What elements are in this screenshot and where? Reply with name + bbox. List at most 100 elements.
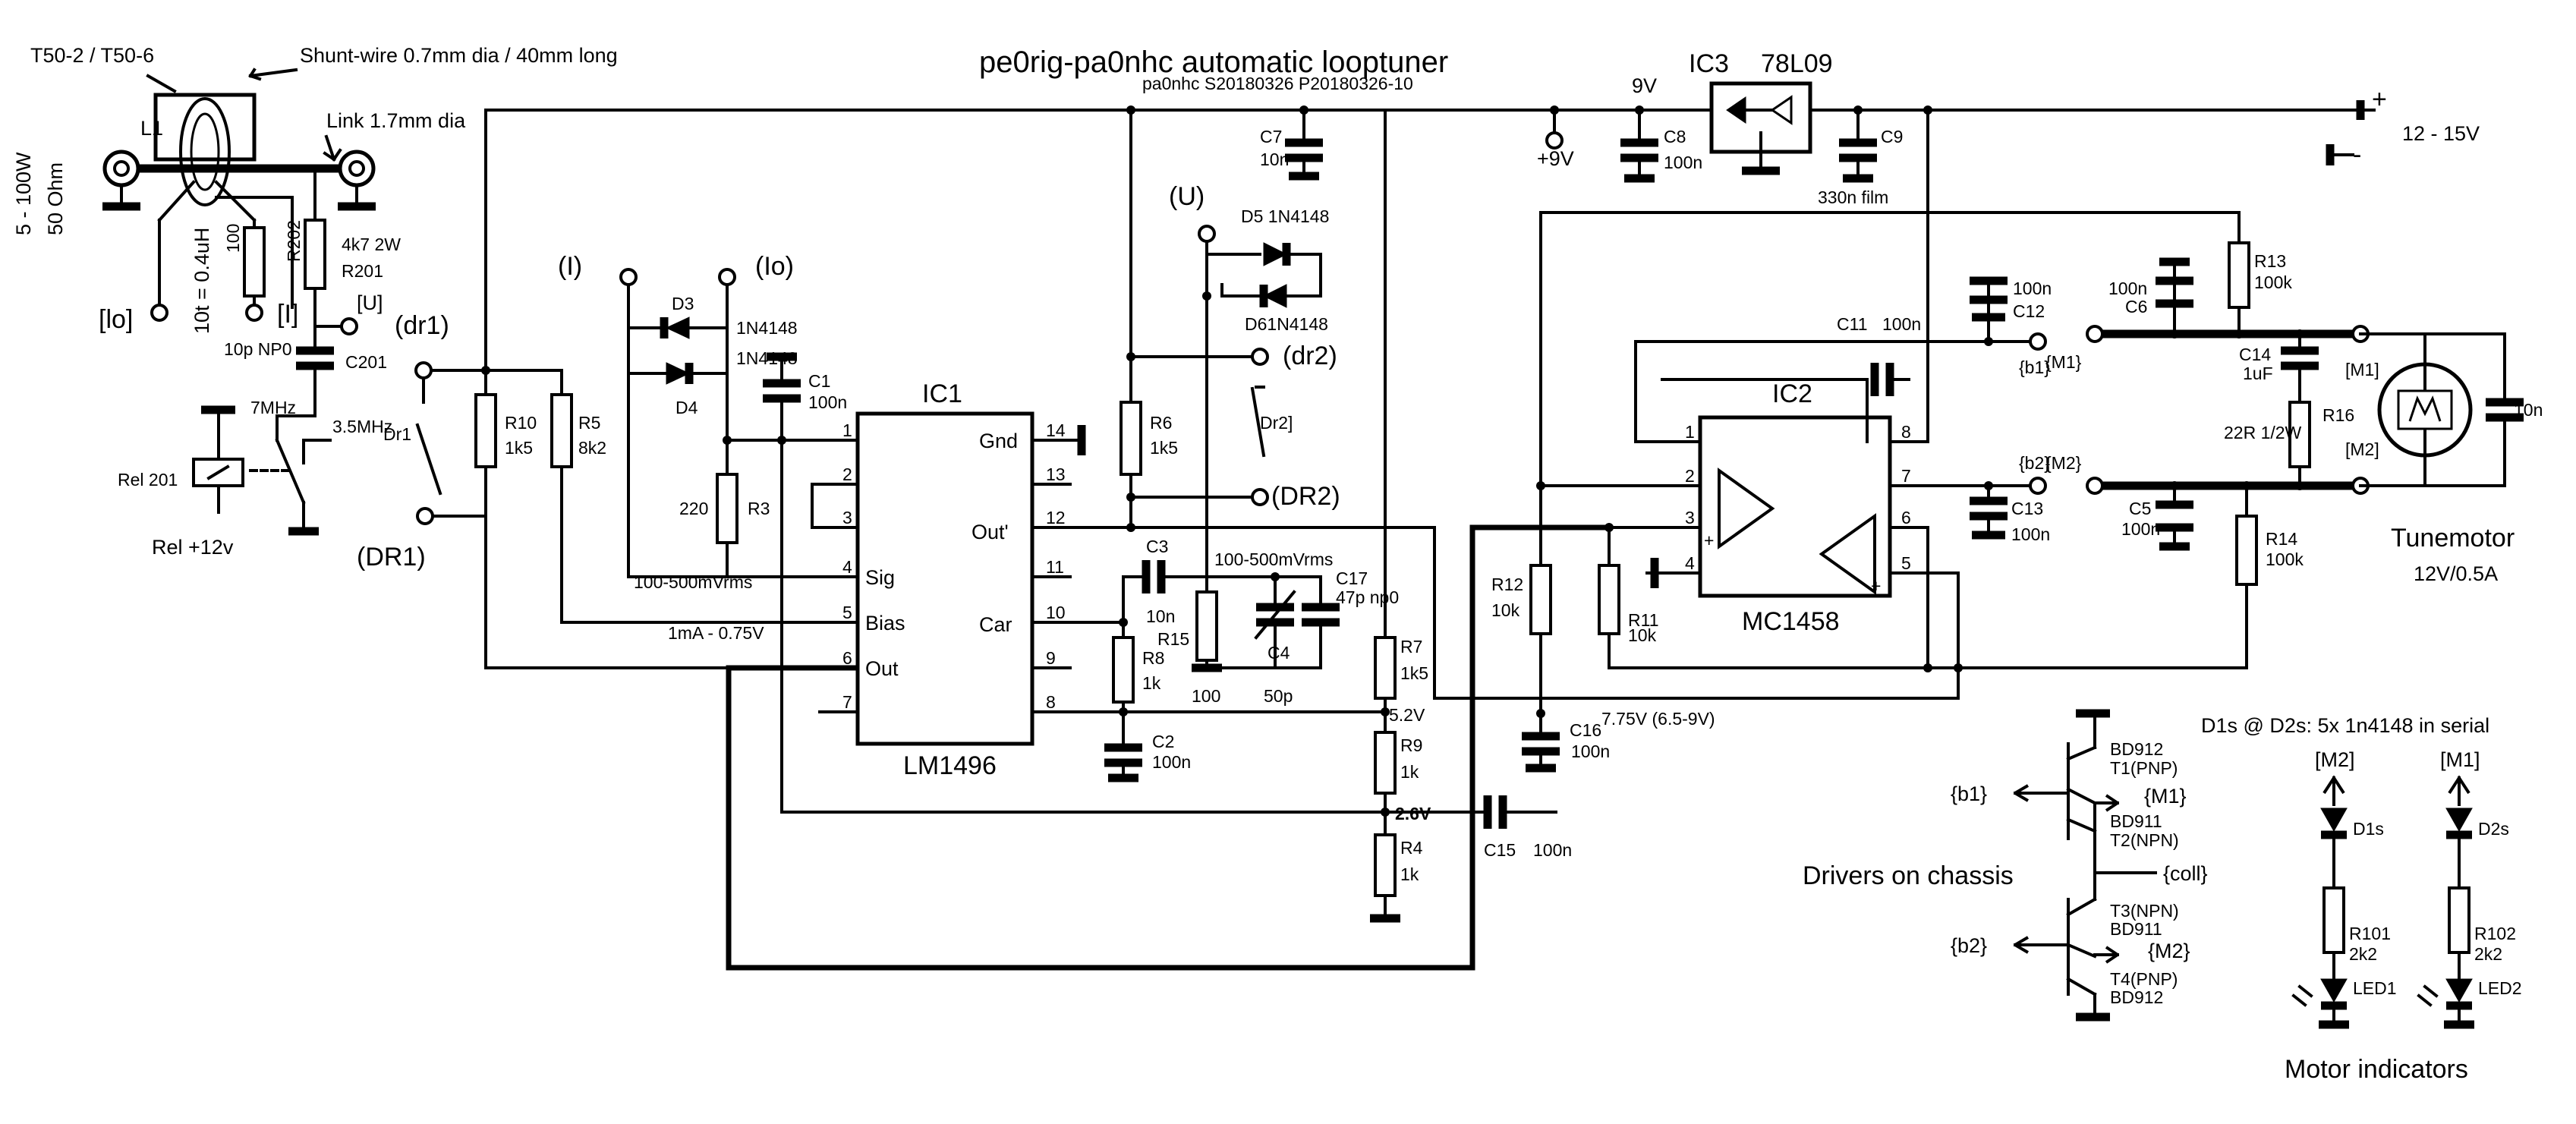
schematic-label: 100n <box>1571 741 1610 761</box>
schematic-title: pe0rig-pa0nhc automatic looptuner <box>979 46 1448 79</box>
schematic-label: (U) <box>1169 182 1205 211</box>
schematic-label: 1k <box>1142 673 1161 693</box>
resistor-r16: R16 22R 1/2W <box>2224 401 2354 487</box>
schematic-label: R8 <box>1142 648 1164 668</box>
schematic-label: Dr1 <box>383 424 411 444</box>
schematic-label: R201 <box>342 261 383 281</box>
resistor-r10: R10 1k5 <box>474 369 537 468</box>
schematic-label: 7 <box>1901 466 1911 486</box>
schematic-label: 1k <box>1400 762 1419 782</box>
schematic-label: 1 <box>842 420 852 440</box>
schematic-label: {M2} <box>2148 940 2190 962</box>
supply-minus: - <box>2353 140 2361 169</box>
capacitor-c2: C2 100n <box>1104 731 1191 782</box>
bias-current-label: 1mA - 0.75V <box>668 623 764 643</box>
schematic-label: (DR1) <box>357 543 426 571</box>
schematic-label: (DR2) <box>1271 482 1340 511</box>
schematic-label: 100 <box>1192 686 1220 706</box>
ic2-part: MC1458 <box>1742 607 1840 636</box>
schematic-label: R101 <box>2349 924 2391 943</box>
capacitor-c7: C7 10n <box>1260 109 1323 181</box>
schematic-label: 100n <box>808 392 847 412</box>
schematic-label: 10k <box>1491 600 1520 620</box>
v52-label: 5.2V <box>1389 705 1425 725</box>
input-taps: [lo] [I] 100 R202 4k7 2W R201 [U] 10p NP… <box>99 167 401 442</box>
schematic-label: D4 <box>675 398 698 417</box>
schematic-label: 100n <box>2013 279 2052 298</box>
schematic-label: 1uF <box>2243 364 2273 383</box>
capacitor-c16: C16 100n 7.75V (6.5-9V) <box>1522 709 1715 773</box>
schematic-label: T2(NPN) <box>2110 830 2179 850</box>
supply-terminals: + - 12 - 15V <box>2326 85 2480 169</box>
schematic-label: 4k7 2W <box>342 235 401 254</box>
schematic-label: LED1 <box>2353 978 2397 998</box>
resistor-r3: 220 R3 <box>679 439 852 578</box>
schematic-label: 6 <box>842 648 852 668</box>
m2-node: {M2} [M2] <box>2045 439 2379 495</box>
motor-indicators: D1s @ D2s: 5x 1n4148 in serial [M2] [M1]… <box>2201 714 2522 1084</box>
relay-201: 7MHz 3.5MHz Rel 201 Rel +12v <box>118 398 392 559</box>
schematic-label: 50p <box>1264 686 1293 706</box>
schematic-label: [I] <box>277 300 298 329</box>
schematic-label: [M1] <box>2345 360 2379 379</box>
plus9v-testpoint: +9V <box>1537 109 1574 170</box>
resistor-r6: R6 1k5 <box>1120 109 1178 529</box>
schematic-label: 1k5 <box>1400 663 1428 683</box>
schematic-label: 1k5 <box>1150 438 1178 458</box>
schematic-label: C1 <box>808 371 830 391</box>
schematic-label: L1 <box>140 117 163 140</box>
schematic-label: + <box>1704 531 1714 550</box>
capacitor-c11: C11 100n <box>1634 314 2005 443</box>
schematic-label: D5 1N4148 <box>1241 206 1329 226</box>
schematic-label: R4 <box>1400 838 1423 858</box>
resistor-r5: R5 8k2 <box>550 369 852 624</box>
schematic-label: (dr1) <box>395 311 449 340</box>
capacitor-c14: C14 1uF <box>2239 332 2319 404</box>
schematic-label: {b1} <box>2019 357 2050 377</box>
input-coupler: T50-2 / T50-6 Shunt-wire 0.7mm dia / 40m… <box>12 44 618 334</box>
schematic-label: Rel 201 <box>118 470 178 490</box>
schematic-label: C13 <box>2011 499 2043 518</box>
schematic-label: C2 <box>1152 732 1174 751</box>
schematic-label: 100n <box>2108 279 2147 298</box>
schematic-label: C4 <box>1268 643 1290 663</box>
schematic-label: [M2] <box>2345 439 2379 459</box>
schematic-label: Bias <box>865 612 905 634</box>
supply-plus: + <box>2372 85 2387 114</box>
capacitor-c13: {b2} C13 100n <box>1970 453 2050 544</box>
schematic-label: 100n <box>1882 314 1921 334</box>
resistor-r11: R11 10k <box>1598 526 1929 669</box>
schematic-label: 100n <box>1152 752 1191 772</box>
schematic-label: 100n <box>1533 840 1572 860</box>
capacitor-c17: C17 47p np0 <box>1205 568 1399 669</box>
nine-volt-label: 9V <box>1632 74 1657 97</box>
schematic-label: {M1} <box>2045 352 2082 372</box>
schematic-label: 10n <box>2514 400 2543 420</box>
schematic-label: R11 <box>1628 610 1659 630</box>
schematic-label: Rel +12v <box>152 536 234 559</box>
schematic-label: Shunt-wire 0.7mm dia / 40mm long <box>300 44 618 67</box>
schematic-label: Out <box>865 657 899 680</box>
schematic-label: 3 <box>842 508 852 527</box>
schematic-label: 100n <box>2011 524 2050 544</box>
schematic-label: {coll} <box>2163 862 2208 885</box>
capacitor-c1: C1 100n <box>763 352 847 814</box>
schematic-label: Gnd <box>979 430 1018 452</box>
schematic-label: 7.75V (6.5-9V) <box>1601 709 1715 729</box>
schematic-label: C201 <box>345 352 387 372</box>
schematic-label: Motor indicators <box>2285 1055 2468 1084</box>
schematic-label: 1 <box>1685 422 1695 442</box>
schematic-label: BD912 <box>2110 739 2163 759</box>
schematic-label: (dr2) <box>1283 342 1337 370</box>
ic2-label: IC2 <box>1772 379 1812 408</box>
schematic-label: +9V <box>1537 147 1574 170</box>
schematic-label: 2k2 <box>2349 944 2377 964</box>
schematic-label: {M1} <box>2144 785 2187 808</box>
m1-node: {M1} [M1] <box>2045 325 2379 379</box>
schematic-label: C17 <box>1336 568 1368 588</box>
resistor-r12: R12 10k <box>1491 211 2203 715</box>
schematic-label: BD911 <box>2110 919 2162 939</box>
schematic-label: 22R 1/2W <box>2224 423 2302 442</box>
schematic-label: C7 <box>1260 127 1282 146</box>
schematic-label: R7 <box>1400 637 1422 656</box>
